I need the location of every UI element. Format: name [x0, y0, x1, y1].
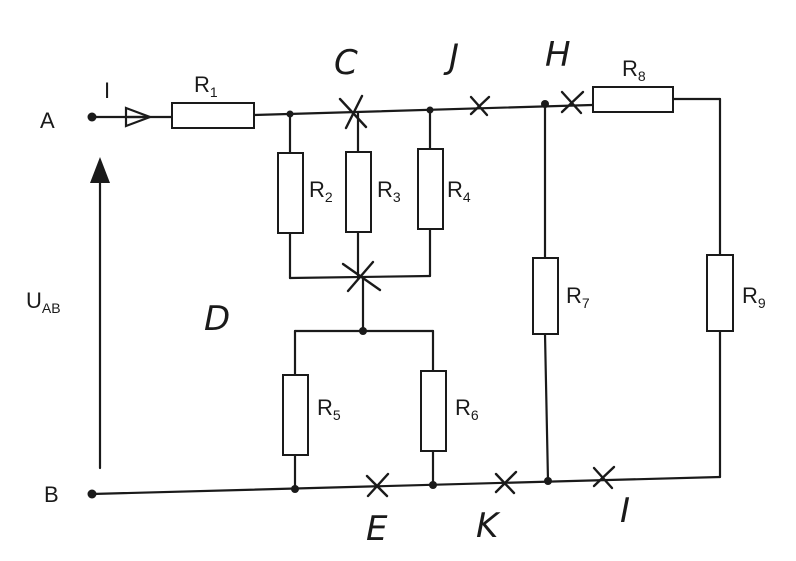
junction-dot	[286, 110, 294, 118]
resistor-r5-label: R5	[317, 395, 341, 423]
node-h-cross	[560, 90, 585, 115]
node-h-label: H	[545, 35, 571, 75]
resistor-r5	[282, 374, 309, 456]
node-e-label: E	[366, 509, 388, 549]
resistor-r8	[592, 86, 674, 113]
node-j-cross	[469, 95, 491, 117]
node-c-cross	[338, 94, 368, 130]
current-label: I	[104, 78, 110, 103]
resistor-r7-label: R7	[566, 283, 590, 311]
node-k-label: K	[476, 506, 501, 546]
resistor-r6-label: R6	[455, 395, 479, 423]
resistor-r1-label: R1	[194, 72, 218, 100]
terminal-a-dot	[87, 112, 97, 122]
resistor-r4	[417, 148, 444, 230]
resistor-r4-label: R4	[447, 177, 471, 205]
junction-dot	[429, 481, 437, 489]
resistor-r2-label: R2	[309, 177, 333, 205]
current-arrow-icon	[124, 106, 154, 128]
node-j-label: J	[443, 37, 459, 77]
wire-top-rail	[252, 103, 594, 117]
junction-dot	[541, 100, 549, 108]
resistor-r9-label: R9	[742, 283, 766, 311]
terminal-b-label: B	[44, 482, 59, 507]
node-d-label: D	[204, 299, 230, 339]
resistor-r3-label: R3	[377, 177, 401, 205]
junction-dot	[544, 477, 552, 485]
node-e-cross	[365, 472, 390, 498]
terminal-b-dot	[87, 489, 97, 499]
resistor-r6	[420, 370, 447, 452]
node-d-cross	[341, 260, 382, 293]
junction-dot	[426, 106, 434, 114]
resistor-r2	[277, 152, 304, 234]
wire-bottom-rail	[90, 475, 722, 496]
node-c-label: C	[334, 43, 358, 83]
resistor-r7	[532, 257, 559, 335]
voltage-arrow-head	[90, 157, 110, 183]
terminal-a-label: A	[40, 108, 55, 133]
node-i-cross	[592, 465, 616, 490]
resistor-r8-label: R8	[622, 56, 646, 84]
resistor-r1	[171, 102, 255, 129]
junction-dot	[291, 485, 299, 493]
wire-r7-bottom	[543, 332, 550, 483]
resistor-r3	[345, 151, 372, 233]
voltage-label: UAB	[26, 288, 61, 316]
node-i-label: I	[620, 491, 630, 531]
node-k-cross	[494, 470, 518, 495]
junction-dot	[359, 327, 367, 335]
resistor-r9	[706, 254, 734, 332]
